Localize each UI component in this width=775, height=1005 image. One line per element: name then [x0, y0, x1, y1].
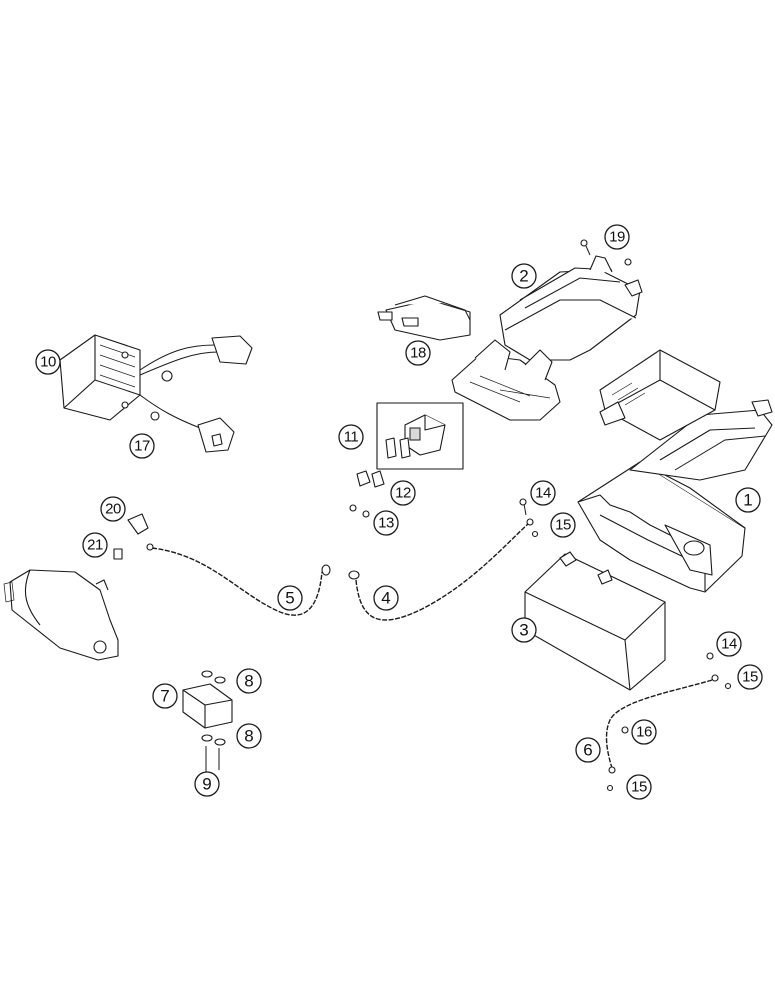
callout-16[interactable]: 16 — [631, 719, 657, 745]
svg-text:10: 10 — [40, 354, 56, 371]
svg-text:13: 13 — [378, 515, 394, 532]
callout-14-lower[interactable]: 14 — [716, 631, 742, 657]
ground-cable-part — [605, 652, 732, 792]
callout-15-upper[interactable]: 15 — [550, 512, 576, 538]
svg-text:14: 14 — [535, 485, 551, 502]
callout-10[interactable]: 10 — [35, 349, 61, 375]
svg-text:19: 19 — [609, 229, 625, 246]
svg-text:15: 15 — [555, 517, 571, 534]
battery-part — [524, 551, 666, 691]
terminal-caps-part — [113, 513, 149, 560]
relay-kit-part — [376, 402, 464, 470]
housing-cover-part — [451, 255, 643, 421]
svg-text:5: 5 — [285, 589, 294, 608]
callout-18[interactable]: 18 — [405, 340, 431, 366]
callout-14-upper[interactable]: 14 — [530, 480, 556, 506]
callout-3[interactable]: 3 — [511, 617, 537, 643]
callout-4[interactable]: 4 — [373, 585, 399, 611]
battery-holder-part — [577, 399, 773, 593]
svg-text:15: 15 — [742, 669, 758, 686]
svg-text:7: 7 — [160, 687, 169, 706]
callout-6[interactable]: 6 — [575, 737, 601, 763]
svg-text:15: 15 — [631, 779, 647, 796]
bolts-part — [580, 239, 632, 266]
svg-text:9: 9 — [202, 775, 211, 794]
callout-21[interactable]: 21 — [82, 532, 108, 558]
svg-text:21: 21 — [87, 537, 103, 554]
callout-15-right[interactable]: 15 — [737, 664, 763, 690]
callout-8-top[interactable]: 8 — [236, 668, 262, 694]
svg-text:12: 12 — [395, 485, 411, 502]
svg-text:3: 3 — [519, 621, 528, 640]
svg-text:1: 1 — [743, 491, 752, 510]
svg-text:16: 16 — [636, 724, 652, 741]
small-clips-part — [349, 470, 385, 518]
svg-text:20: 20 — [105, 501, 121, 518]
starter-motor-part — [3, 569, 119, 661]
callout-11[interactable]: 11 — [338, 424, 364, 450]
svg-text:18: 18 — [410, 345, 426, 362]
svg-text:4: 4 — [381, 589, 390, 608]
control-unit-part — [599, 349, 721, 441]
cable-parts — [146, 498, 539, 621]
callout-8-bottom[interactable]: 8 — [236, 723, 262, 749]
callout-9[interactable]: 9 — [194, 771, 220, 797]
callout-19[interactable]: 19 — [604, 224, 630, 250]
svg-text:14: 14 — [721, 636, 737, 653]
svg-text:17: 17 — [134, 438, 150, 455]
svg-text:11: 11 — [344, 429, 359, 446]
callout-20[interactable]: 20 — [100, 496, 126, 522]
callout-5[interactable]: 5 — [277, 585, 303, 611]
svg-text:8: 8 — [244, 672, 253, 691]
svg-text:2: 2 — [519, 267, 528, 286]
svg-text:8: 8 — [244, 727, 253, 746]
connector-bracket-part — [377, 295, 471, 341]
callout-2[interactable]: 2 — [511, 263, 537, 289]
callout-12[interactable]: 12 — [390, 480, 416, 506]
callout-13[interactable]: 13 — [373, 510, 399, 536]
voltage-regulator-part — [59, 334, 253, 453]
svg-text:6: 6 — [583, 741, 592, 760]
callout-1[interactable]: 1 — [735, 487, 761, 513]
callout-17[interactable]: 17 — [129, 433, 155, 459]
starter-relay-part — [182, 670, 233, 772]
callout-7[interactable]: 7 — [152, 683, 178, 709]
callout-15-bottom[interactable]: 15 — [626, 774, 652, 800]
